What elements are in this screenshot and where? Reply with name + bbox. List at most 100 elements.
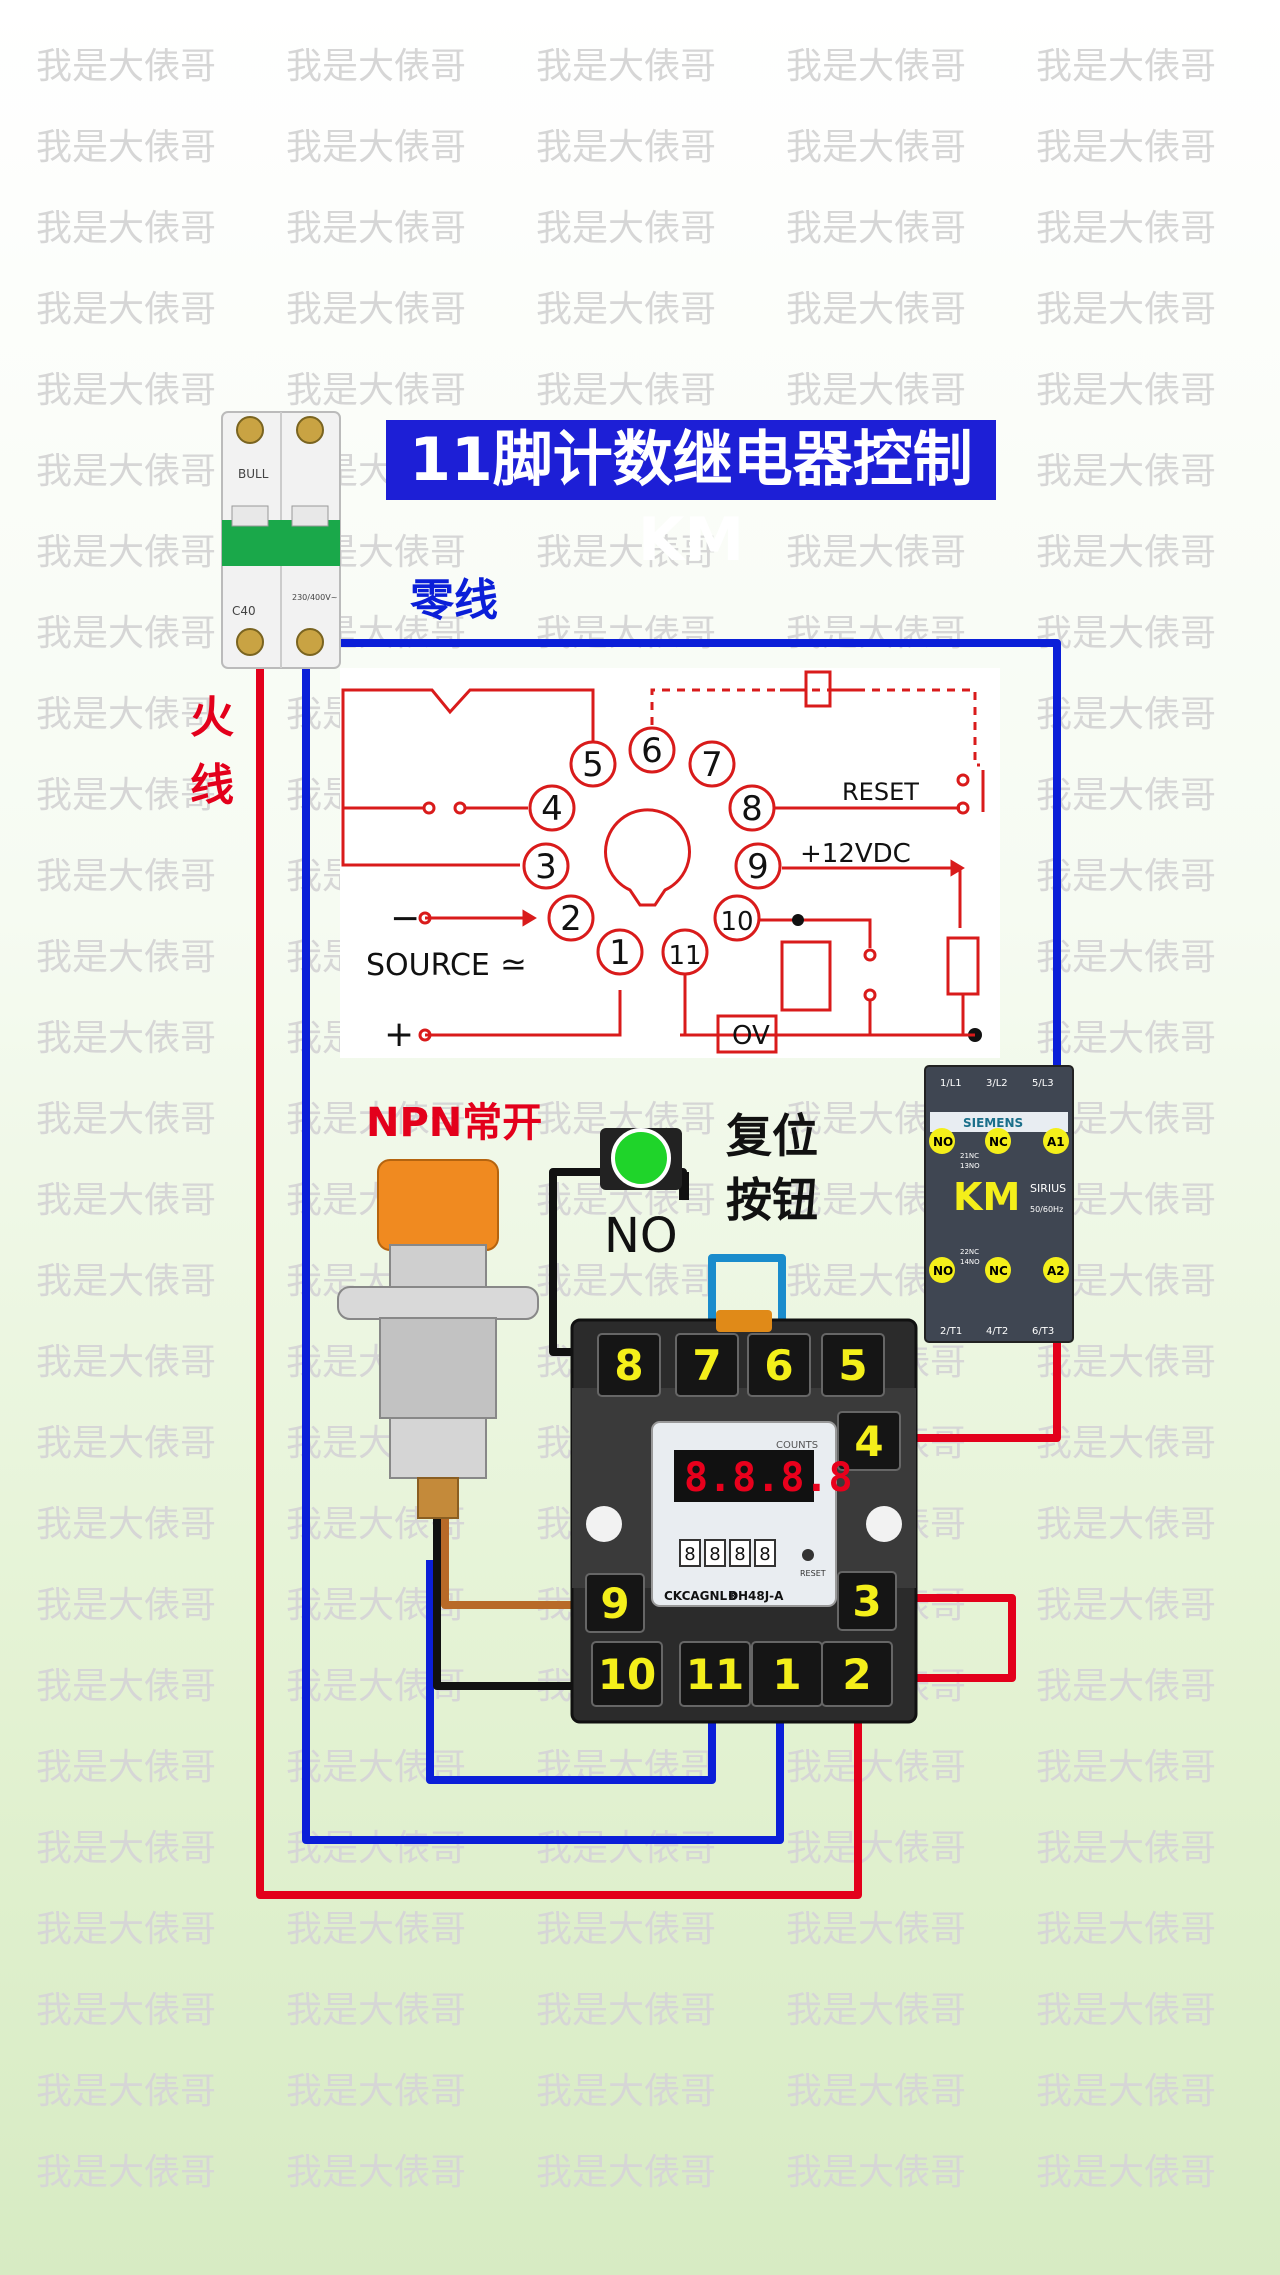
- schematic-pin-label: 5: [582, 745, 604, 785]
- counter-dial-label: 8: [709, 1544, 720, 1565]
- relay-pin-5[interactable]: [821, 1333, 885, 1397]
- schematic-pin-1: [596, 928, 644, 976]
- schematic: [340, 668, 1000, 1058]
- schematic-pin-label: 9: [747, 847, 769, 887]
- reset-push-button[interactable]: [600, 1128, 682, 1190]
- schematic-panel: [340, 668, 1000, 1058]
- counter-dial-label: 8: [759, 1544, 770, 1565]
- source-terminal-plus: [418, 1028, 432, 1042]
- relay-pin-label: 9: [600, 1579, 629, 1628]
- relay-pin-label: 8: [614, 1341, 643, 1390]
- relay-pin-8[interactable]: [597, 1333, 661, 1397]
- svg-text:13NO: 13NO: [960, 1162, 980, 1170]
- counter-dial-label: 8: [684, 1544, 695, 1565]
- mount-hole: [866, 1506, 902, 1542]
- relay-pin-6[interactable]: [747, 1333, 811, 1397]
- wire-1-source: [425, 990, 622, 1037]
- relay-pin-2[interactable]: [821, 1641, 893, 1707]
- svg-text:SIEMENS: SIEMENS: [963, 1116, 1023, 1130]
- terminal-a2[interactable]: [1043, 1257, 1069, 1283]
- relay-pin-9[interactable]: [585, 1573, 645, 1633]
- schematic-pin-label: 2: [560, 899, 582, 939]
- schematic-pin-label: 7: [701, 745, 723, 785]
- sensor-brown-wire: [441, 1518, 600, 1609]
- schematic-pin-7: [688, 740, 736, 788]
- schematic-pin-label: 8: [741, 789, 763, 829]
- schematic-pin-8: [728, 784, 776, 832]
- svg-text:A2: A2: [1047, 1264, 1065, 1278]
- junction-10: [792, 914, 804, 926]
- neutral-label: 零线: [410, 575, 498, 626]
- counter-reset-icon[interactable]: [802, 1549, 814, 1561]
- schematic-pin-5: [569, 740, 617, 788]
- relay-pin-4[interactable]: [837, 1411, 901, 1471]
- relay-pin-3[interactable]: [837, 1571, 897, 1631]
- contactor-top-terminal: 3/L2: [986, 1078, 1008, 1089]
- reset-contact-a: [956, 801, 970, 815]
- relay-pin-11[interactable]: [679, 1641, 751, 1707]
- relay-pin-10[interactable]: [591, 1641, 663, 1707]
- sensor-contact-a: [863, 948, 877, 962]
- schematic-pin-10: [713, 894, 761, 942]
- relay-pin-label: 11: [686, 1650, 744, 1699]
- schematic-pin-label: 10: [720, 907, 753, 937]
- svg-text:RESET: RESET: [800, 1569, 826, 1578]
- svg-text:22NC: 22NC: [960, 1248, 979, 1256]
- green-button-icon[interactable]: [611, 1128, 671, 1188]
- terminal-a1[interactable]: [1043, 1128, 1069, 1154]
- switch-contact-a: [422, 801, 436, 815]
- contactor-top-terminal: 5/L3: [1032, 1078, 1054, 1089]
- schematic-pin-2: [547, 894, 595, 942]
- contactor-bottom-terminal: 2/T1: [940, 1326, 962, 1337]
- schematic-pin-11: [661, 928, 709, 976]
- reset-label: RESET: [842, 778, 919, 806]
- schematic-pin-3: [522, 842, 570, 890]
- jumper-7-6: [708, 1254, 786, 1322]
- breaker-screw-icon: [236, 416, 264, 444]
- contactor-bottom-terminal: 6/T3: [1032, 1326, 1054, 1337]
- page-title: 11脚计数继电器控制KM: [386, 420, 996, 575]
- schematic-pin-label: 6: [641, 731, 663, 771]
- wire-11: [683, 970, 718, 1037]
- reset-contact-b: [956, 773, 970, 787]
- sensor-relay-coil-left: [780, 940, 832, 1012]
- socket-center: [604, 808, 691, 907]
- schematic-pin-label: 3: [535, 847, 557, 887]
- led-display: [674, 1450, 814, 1502]
- source-label: SOURCE: [366, 948, 490, 983]
- counter-dial-label: 8: [734, 1544, 745, 1565]
- contactor-km: SIEMENS NO NC A1 NO NC A2 KM SIRIUS 50/6…: [924, 1065, 1074, 1343]
- svg-text:SIRIUS: SIRIUS: [1030, 1182, 1066, 1195]
- svg-text:BULL: BULL: [238, 467, 269, 481]
- ac-symbol: ≃: [500, 945, 527, 983]
- counter-dial-digit[interactable]: [729, 1539, 751, 1567]
- relay-pin-7[interactable]: [675, 1333, 739, 1397]
- svg-text:COUNTS: COUNTS: [776, 1440, 818, 1451]
- source-arrow-2: [522, 909, 537, 927]
- minus-label: −: [390, 898, 420, 939]
- jumper-3-2: [880, 1594, 1016, 1682]
- schematic-pin-9: [734, 842, 782, 890]
- npn-proximity-sensor: [337, 1159, 539, 1519]
- counter-dial-digit[interactable]: [704, 1539, 726, 1567]
- breaker-screw-icon: [296, 416, 324, 444]
- circuit-breaker: BULL C40 230/400V~: [221, 411, 341, 669]
- live-label-1: 火: [190, 692, 234, 743]
- contactor-bottom-terminal: 4/T2: [986, 1326, 1008, 1337]
- relay-pin-label: 1: [772, 1650, 801, 1699]
- sensor-cap: [377, 1159, 499, 1251]
- counter-dial-digit[interactable]: [754, 1539, 776, 1567]
- breaker-screw-icon: [296, 628, 324, 656]
- contactor-top-terminal: 1/L1: [940, 1078, 962, 1089]
- counter-dial-digit[interactable]: [679, 1539, 701, 1567]
- schematic-pin-label: 11: [668, 941, 701, 971]
- vdc-label: +12VDC: [800, 839, 911, 869]
- vdc-arrow: [950, 859, 965, 877]
- svg-text:NO: NO: [933, 1135, 953, 1149]
- power-wires: [256, 639, 1061, 1899]
- relay-pin-label: 7: [692, 1341, 721, 1390]
- no-label: NO: [604, 1208, 678, 1264]
- schematic-pin-4: [528, 784, 576, 832]
- ov-label: OV: [732, 1021, 770, 1051]
